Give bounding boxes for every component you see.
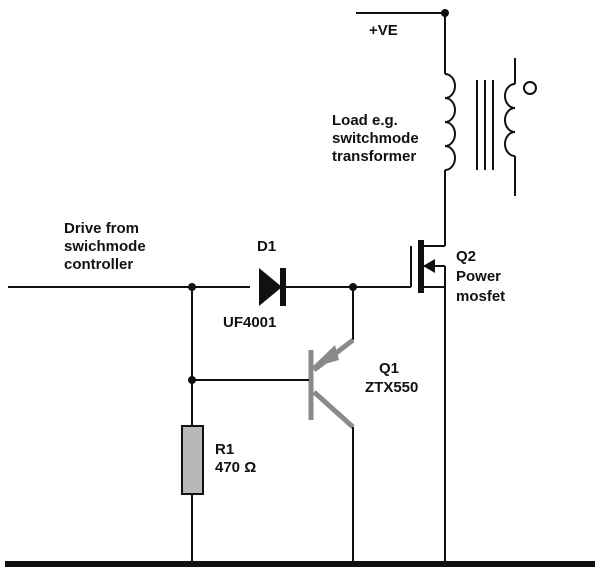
- d1-part: UF4001: [223, 314, 277, 331]
- load-label-3: transformer: [332, 148, 417, 165]
- q1-part: ZTX550: [365, 379, 419, 396]
- d1-ref: D1: [257, 238, 277, 255]
- load-label-2: switchmode: [332, 130, 419, 147]
- transformer-core: [476, 80, 494, 170]
- drive-label-3: controller: [64, 256, 134, 273]
- drive-label-2: swichmode: [64, 238, 146, 255]
- diode-d1: [259, 268, 411, 306]
- mosfet-q2: [410, 236, 446, 564]
- r1-ref: R1: [215, 441, 235, 458]
- supply-label: +VE: [369, 22, 398, 39]
- drive-label-1: Drive from: [64, 220, 140, 237]
- transformer-secondary: [504, 58, 537, 196]
- transformer-primary: [444, 13, 456, 236]
- q1-ref: Q1: [379, 360, 400, 377]
- phase-dot: [523, 81, 537, 95]
- q2-label-3: mosfet: [456, 288, 506, 305]
- r1-value: 470 Ω: [215, 459, 257, 476]
- resistor-r1: [181, 287, 204, 564]
- q2-label-2: Power: [456, 268, 502, 285]
- q2-ref: Q2: [456, 248, 477, 265]
- transistor-q1: [192, 287, 355, 564]
- load-label-1: Load e.g.: [332, 112, 398, 129]
